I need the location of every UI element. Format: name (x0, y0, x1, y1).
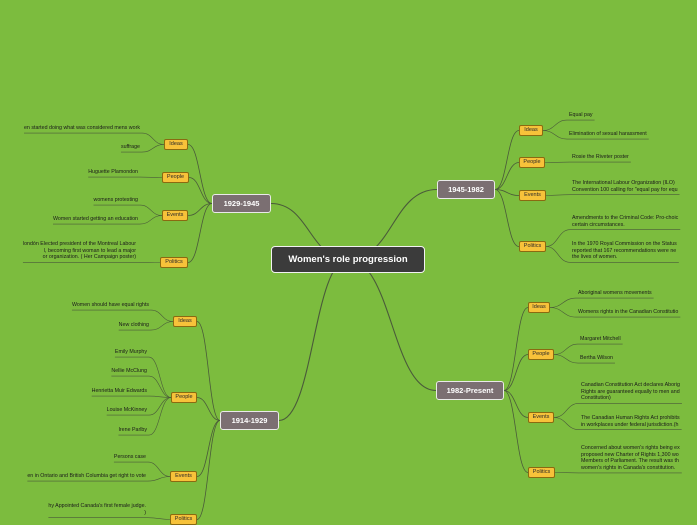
connector-leaf-b1945-2-0 (546, 195, 570, 196)
leaf-b1929-ideas-0[interactable]: en started doing what was considered men… (24, 125, 140, 132)
branch-b1945[interactable]: 1945-1982 (437, 180, 495, 199)
connector-leaf-b1914-2-1 (148, 477, 170, 482)
category-b1982-events[interactable]: Events (528, 412, 554, 423)
leaf-b1945-ideas-0[interactable]: Equal pay (569, 112, 593, 119)
category-b1945-people[interactable]: People (519, 157, 545, 168)
leaf-b1982-events-1[interactable]: The Canadian Human Rights Act prohibits … (581, 415, 680, 428)
connector-leaf-b1945-0-1 (543, 131, 567, 140)
leaf-b1914-events-1[interactable]: en in Ontario and British Columbia get r… (27, 473, 146, 480)
leaf-b1945-people-0[interactable]: Rosie the Riveter poster (572, 154, 629, 161)
category-b1929-ideas[interactable]: Ideas (164, 139, 188, 150)
leaf-b1982-politics-0[interactable]: Concerned about women's rights being ex … (581, 445, 680, 471)
leaf-b1982-ideas-0[interactable]: Aboriginal womens movements (578, 290, 652, 297)
leaf-b1914-events-0[interactable]: Persons case (114, 454, 146, 461)
connector-leaf-b1914-3-0 (148, 518, 170, 520)
connector-root-b1914 (279, 260, 348, 421)
connector-leaf-b1929-0-0 (142, 133, 164, 144)
connector-leaf-b1914-1-4 (149, 398, 171, 436)
connector-leaf-b1914-1-3 (149, 398, 171, 416)
connector-leaf-b1914-0-0 (151, 310, 173, 321)
leaf-b1945-events-0[interactable]: The International Labour Organization (I… (572, 180, 678, 193)
connector-b1929-politics (188, 204, 212, 263)
connector-root-b1982 (348, 260, 436, 391)
connector-b1982-events (504, 391, 528, 418)
category-b1914-people[interactable]: People (171, 392, 197, 403)
central-topic[interactable]: Women's role progression (271, 246, 425, 273)
category-b1982-politics[interactable]: Politics (528, 467, 555, 478)
category-b1945-politics[interactable]: Politics (519, 241, 546, 252)
leaf-b1914-people-0[interactable]: Emily Murphy (115, 349, 147, 356)
connector-b1945-events (495, 190, 519, 196)
category-b1945-ideas[interactable]: Ideas (519, 125, 543, 136)
connector-leaf-b1982-0-1 (550, 308, 576, 318)
leaf-b1929-events-0[interactable]: womens protesting (94, 197, 138, 204)
connector-b1945-politics (495, 190, 519, 247)
connector-b1945-people (495, 163, 519, 190)
connector-b1982-ideas (504, 308, 528, 391)
branch-b1982[interactable]: 1982-Present (436, 381, 504, 400)
connector-leaf-b1945-3-1 (546, 247, 570, 263)
leaf-b1982-events-0[interactable]: Canadian Constitution Act declares Abori… (581, 382, 680, 402)
leaf-b1945-politics-1[interactable]: In the 1970 Royal Commission on the Stat… (572, 241, 677, 261)
connector-leaf-b1929-2-0 (140, 205, 162, 215)
connector-leaf-b1982-2-0 (554, 403, 579, 417)
leaf-b1914-people-1[interactable]: Nellie McClung (111, 368, 147, 375)
leaf-b1929-ideas-1[interactable]: suffrage (121, 144, 140, 151)
connector-b1982-politics (504, 391, 528, 473)
leaf-b1945-ideas-1[interactable]: Elimination of sexual harassment (569, 131, 647, 138)
connector-leaf-b1929-0-1 (142, 145, 164, 153)
connector-leaf-b1914-0-1 (151, 322, 173, 331)
leaf-b1929-politics-0[interactable]: londón Elected president of the Montreal… (23, 241, 136, 261)
category-b1929-people[interactable]: People (162, 172, 189, 183)
connector-b1914-politics (197, 421, 220, 520)
leaf-b1914-politics-0[interactable]: hy Appointed Canada's first female judge… (48, 503, 146, 516)
connector-leaf-b1929-2-1 (140, 216, 162, 225)
leaf-b1914-ideas-0[interactable]: Women should have equal rights (72, 302, 149, 309)
leaf-b1945-politics-0[interactable]: Amendments to the Criminal Code: Pro-cho… (572, 215, 678, 228)
leaf-b1914-people-2[interactable]: Henrietta Muir Edwards (92, 388, 147, 395)
connector-leaf-b1982-1-0 (554, 344, 578, 354)
connector-leaf-b1914-1-1 (149, 376, 171, 397)
connector-b1929-people (189, 178, 212, 204)
leaf-b1929-events-1[interactable]: Women started getting an education (53, 216, 138, 223)
category-b1914-events[interactable]: Events (170, 471, 197, 482)
connector-leaf-b1982-0-0 (550, 298, 576, 307)
leaf-b1929-people-0[interactable]: Huguette Plamondon (88, 169, 138, 176)
connector-leaf-b1945-0-0 (543, 120, 567, 130)
category-b1982-ideas[interactable]: Ideas (528, 302, 550, 313)
branch-b1929[interactable]: 1929-1945 (212, 194, 271, 213)
connector-b1945-ideas (495, 131, 519, 190)
connector-leaf-b1945-3-0 (546, 230, 570, 247)
category-b1945-events[interactable]: Events (519, 190, 546, 201)
connector-leaf-b1914-1-0 (149, 357, 171, 397)
category-b1929-events[interactable]: Events (162, 210, 188, 221)
connector-leaf-b1914-2-0 (148, 462, 170, 476)
connector-leaf-b1982-2-1 (554, 418, 579, 430)
category-b1914-ideas[interactable]: Ideas (173, 316, 197, 327)
category-b1982-people[interactable]: People (528, 349, 554, 360)
leaf-b1982-people-0[interactable]: Margaret Mitchell (580, 336, 621, 343)
leaf-b1982-ideas-1[interactable]: Womens rights in the Canadian Constituti… (578, 309, 678, 316)
connector-b1982-people (504, 355, 528, 391)
category-b1929-politics[interactable]: Politics (160, 257, 188, 268)
connector-b1914-ideas (197, 322, 220, 421)
leaf-b1982-people-1[interactable]: Bertha Wilson (580, 355, 613, 362)
leaf-b1914-people-3[interactable]: Louise McKinney (107, 407, 147, 414)
leaf-b1914-people-4[interactable]: Irene Parlby (118, 427, 147, 434)
branch-b1914[interactable]: 1914-1929 (220, 411, 279, 430)
connector-leaf-b1982-1-1 (554, 355, 578, 364)
leaf-b1914-ideas-1[interactable]: New clothing (119, 322, 149, 329)
connector-b1929-ideas (188, 145, 212, 204)
